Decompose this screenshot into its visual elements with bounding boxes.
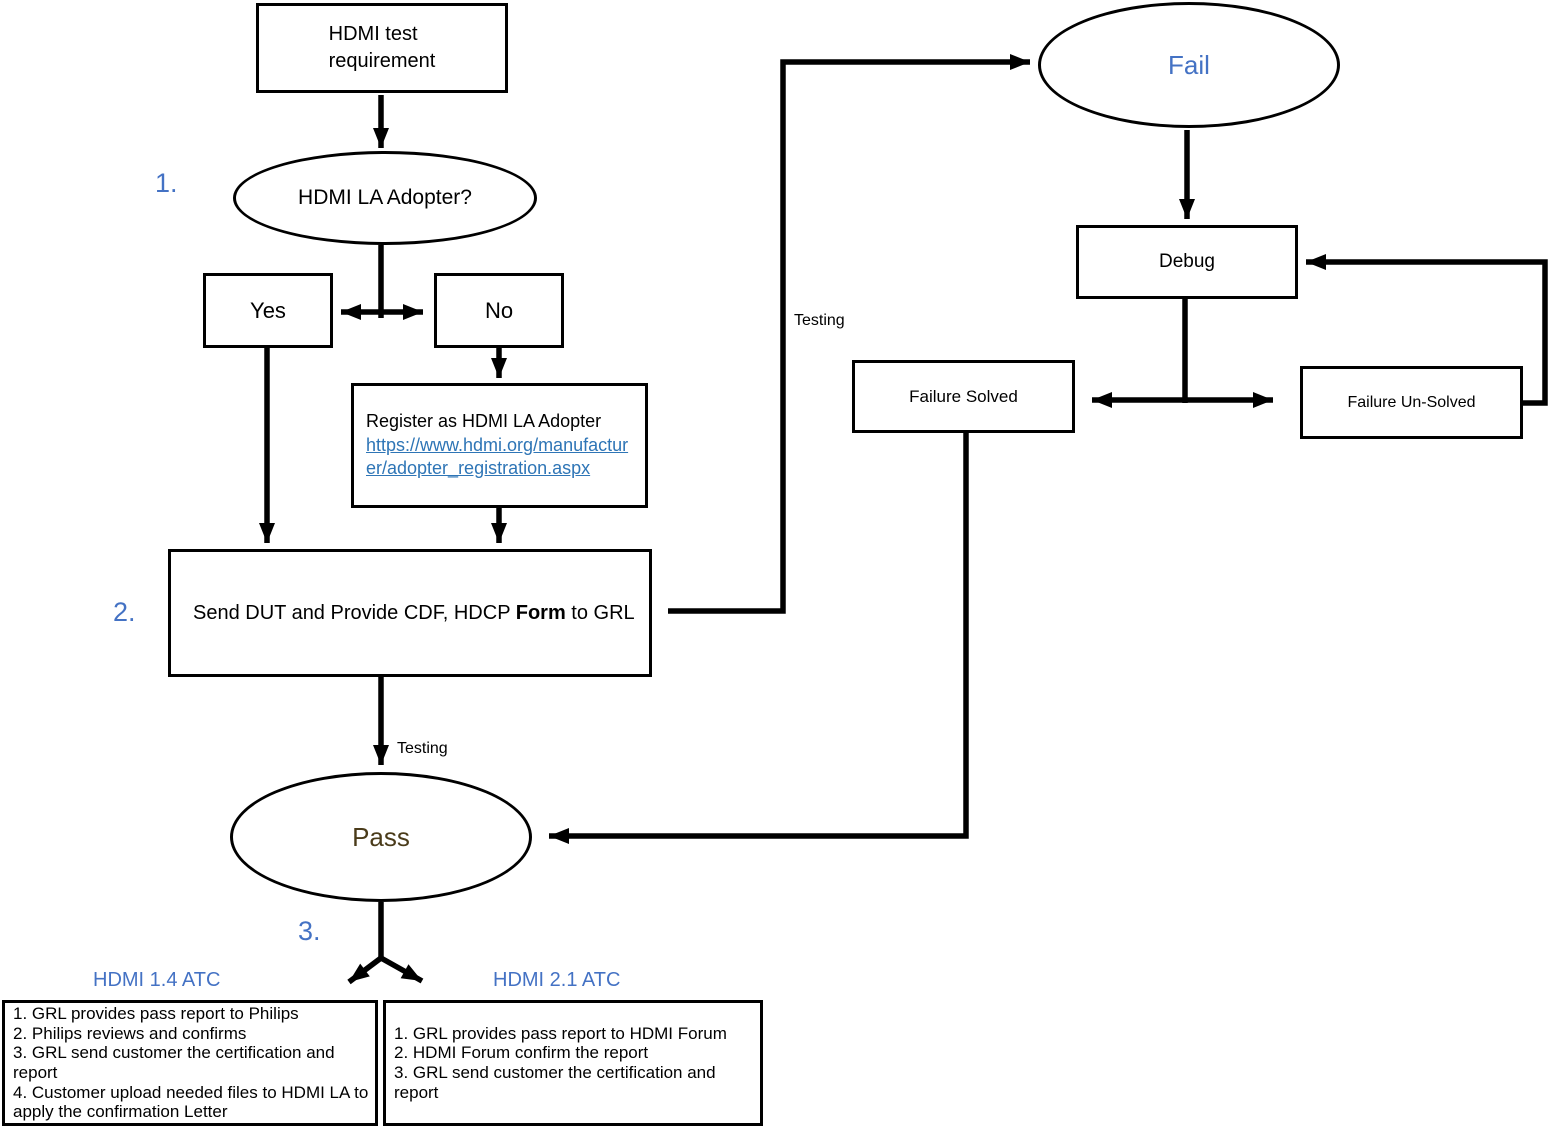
node-failure-solved: Failure Solved (852, 360, 1075, 433)
node-debug: Debug (1076, 225, 1298, 299)
node-label: HDMI test requirement (328, 23, 436, 72)
send-dut-text-post: to GRL (565, 601, 635, 624)
node-label: Send DUT and Provide CDF, HDCP Form to G… (193, 602, 635, 625)
send-dut-text-bold: Form (515, 601, 566, 624)
node-hdmi21-steps: 1. GRL provides pass report to HDMI Foru… (383, 1000, 763, 1126)
list-item: 2. Philips reviews and confirms (13, 1023, 247, 1043)
list-item: 3. GRL send customer the certification a… (394, 1063, 716, 1102)
node-no: No (434, 273, 564, 348)
testing-label-right: Testing (794, 312, 845, 329)
node-pass: Pass (230, 772, 532, 902)
node-register-adopter: Register as HDMI LA Adopter https://www.… (351, 383, 648, 508)
hdmi21-atc-label: HDMI 2.1 ATC (493, 969, 621, 991)
list-item: 2. HDMI Forum confirm the report (394, 1043, 649, 1063)
list-item: 4. Customer upload needed files to HDMI … (13, 1082, 369, 1122)
arrow-unsolved-to-debug (1306, 254, 1548, 406)
node-label: No (484, 297, 514, 323)
node-label: Debug (1159, 251, 1215, 272)
node-decision-hdmi-la-adopter: HDMI LA Adopter? (233, 151, 537, 245)
register-title: Register as HDMI LA Adopter (366, 410, 602, 431)
node-label: Fail (1168, 49, 1210, 80)
node-label: Failure Solved (909, 386, 1018, 406)
node-label: Pass (352, 821, 410, 852)
arrow-senddut-to-fail (668, 54, 1030, 614)
list-item: 3. GRL send customer the certification a… (13, 1043, 335, 1082)
arrow-solved-to-pass (549, 433, 969, 844)
list-item: 1. GRL provides pass report to Philips (13, 1003, 299, 1023)
arrow-pass-to-hdmi21 (379, 955, 424, 984)
arrow-pass-to-hdmi14 (347, 955, 383, 985)
node-send-dut: Send DUT and Provide CDF, HDCP Form to G… (168, 549, 652, 677)
node-hdmi14-steps: 1. GRL provides pass report to Philips 2… (2, 1000, 378, 1126)
testing-label-left: Testing (397, 740, 448, 757)
send-dut-text-pre: Send DUT and Provide CDF, HDCP (193, 601, 516, 624)
hdmi14-atc-label: HDMI 1.4 ATC (93, 969, 221, 991)
list-item: 1. GRL provides pass report to HDMI Foru… (394, 1023, 727, 1043)
step-number-3: 3. (298, 916, 321, 946)
node-fail: Fail (1038, 2, 1340, 128)
node-failure-unsolved: Failure Un-Solved (1300, 366, 1523, 439)
node-hdmi-test-requirement: HDMI test requirement (256, 3, 508, 93)
adopter-registration-link[interactable]: https://www.hdmi.org/manufacturer/adopte… (366, 434, 629, 479)
node-label: Yes (250, 297, 286, 323)
step-number-2: 2. (113, 597, 136, 627)
step-number-1: 1. (155, 168, 178, 198)
node-label: HDMI LA Adopter? (298, 186, 472, 209)
node-label: Failure Un-Solved (1347, 393, 1476, 411)
node-yes: Yes (203, 273, 333, 348)
